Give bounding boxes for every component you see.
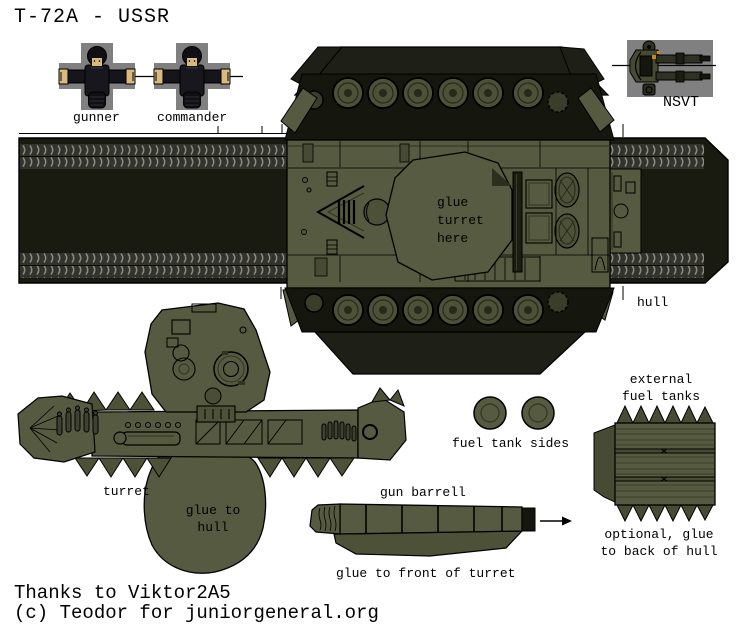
smoke-grenades-right xyxy=(321,420,357,442)
turret-label: turret xyxy=(103,484,150,499)
radiator-grilles xyxy=(554,172,580,249)
smoke-grenades-left xyxy=(56,405,99,436)
external-fuel-tanks-label: external fuel tanks xyxy=(621,372,700,404)
gun-barrel-label: gun barrell xyxy=(380,485,466,500)
commander-label: commander xyxy=(157,110,228,125)
turret-piece xyxy=(17,302,407,574)
commander-figure xyxy=(153,42,231,111)
external-fuel-tanks-note: optional, glue to back of hull xyxy=(600,527,718,559)
gun-barrel-piece xyxy=(309,503,572,557)
glue-to-hull-tab xyxy=(143,445,267,574)
gunner-label: gunner xyxy=(73,110,120,125)
external-fuel-tanks-piece xyxy=(593,404,716,523)
road-wheels-top xyxy=(304,77,569,113)
fuel-tank-sides-piece xyxy=(473,396,555,430)
nsvt-label: NSVT xyxy=(663,94,700,111)
turret-top-view xyxy=(144,302,271,423)
fuel-tank-sides-label: fuel tank sides xyxy=(452,436,570,451)
turret-ring-area xyxy=(385,151,513,281)
hull-label: hull xyxy=(637,295,669,310)
credit-thanks: Thanks to Viktor2A5 xyxy=(14,582,231,604)
page-title: T-72A - USSR xyxy=(14,6,171,29)
tank-top-view xyxy=(280,46,615,375)
crew-figures xyxy=(58,42,243,111)
gunner-figure xyxy=(58,42,136,111)
fold-guide-marks xyxy=(19,124,624,300)
gun-barrel-note: glue to front of turret xyxy=(336,566,516,581)
glue-turret-here-note: glue turret here xyxy=(437,195,484,246)
glue-to-hull-note: glue to hull xyxy=(185,503,241,535)
credit-copyright: (c) Teodor for juniorgeneral.org xyxy=(14,602,379,624)
arrow-icon xyxy=(540,516,572,526)
road-wheels-bottom xyxy=(304,291,569,326)
nsvt-figure xyxy=(612,40,716,97)
